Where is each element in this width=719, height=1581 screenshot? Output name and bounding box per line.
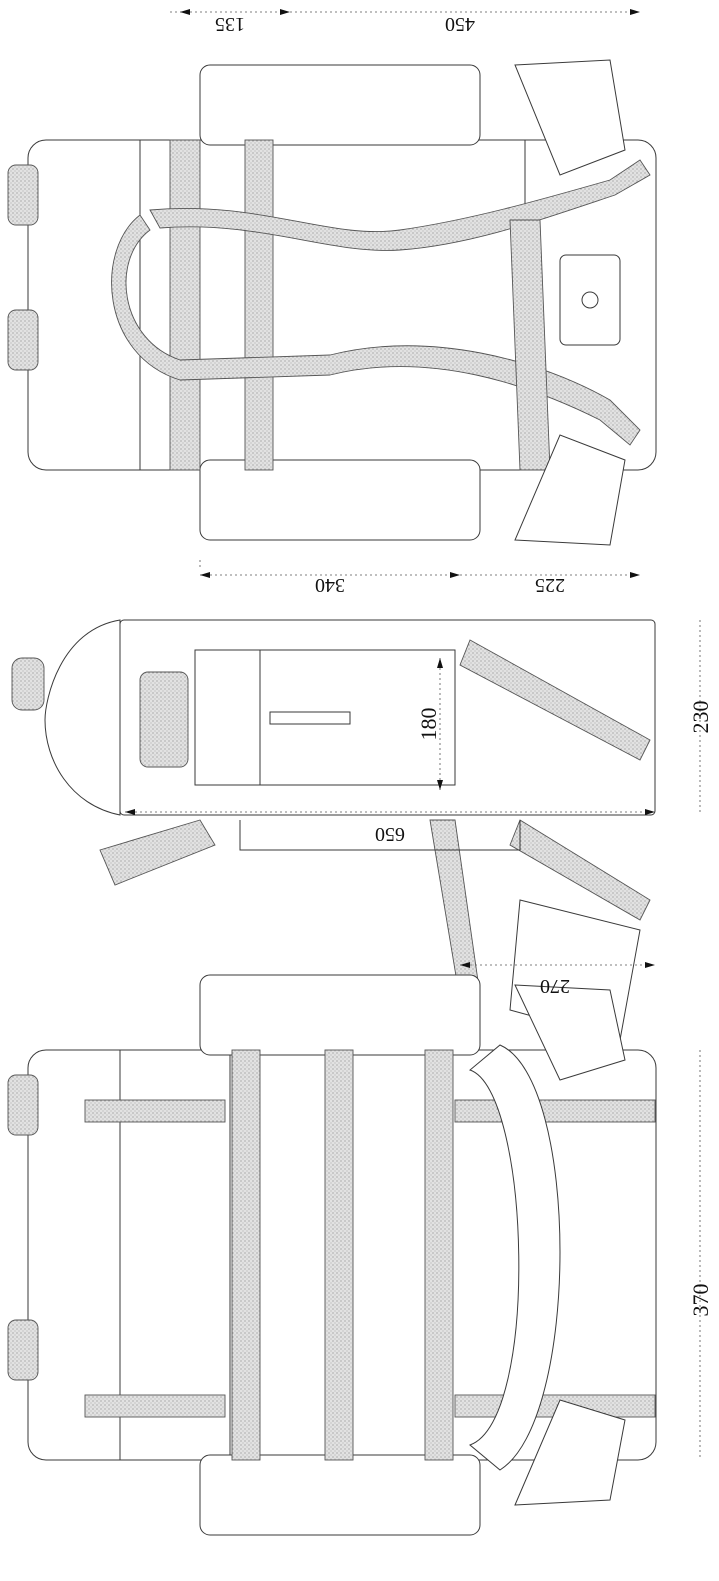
front-band-1 xyxy=(231,1049,261,1461)
rear-handle-1 xyxy=(7,164,39,226)
front-band-3 xyxy=(424,1049,454,1461)
front-handle-2 xyxy=(7,1319,39,1381)
dim-rear-top-pocket: 135 xyxy=(215,13,245,35)
side-shoulder-strap xyxy=(429,819,481,1001)
front-side-pocket-bottom xyxy=(199,1454,481,1536)
side-lid-handle xyxy=(11,657,45,711)
rear-shoulder-strap-right xyxy=(149,159,651,251)
side-view: 180 230 xyxy=(11,619,713,1041)
dim-rear-lower: 225 xyxy=(535,574,565,596)
dim-rear-upper: 340 xyxy=(315,574,345,596)
front-side-pocket-top xyxy=(199,974,481,1056)
side-top-strap xyxy=(99,819,216,886)
front-hip-belt xyxy=(468,1044,561,1471)
side-hip-strap xyxy=(509,819,651,921)
dim-front-total: 650 xyxy=(375,823,405,845)
side-lid xyxy=(44,619,121,816)
front-handle-1 xyxy=(7,1074,39,1136)
side-compression-pad xyxy=(139,671,189,768)
rear-side-pocket-bottom xyxy=(199,459,481,541)
side-pocket-buckle xyxy=(269,711,351,725)
front-bottom-strap-1 xyxy=(454,1099,656,1123)
front-hip-wing-bottom xyxy=(514,1399,626,1506)
front-view: 650 270 370 xyxy=(7,809,713,1536)
dim-side-depth: 230 xyxy=(688,701,713,734)
rear-shoulder-strap-left xyxy=(111,214,641,446)
rear-band-1 xyxy=(169,139,201,471)
dim-side-pocket-width: 180 xyxy=(416,708,441,741)
dim-rear-total: 450 xyxy=(445,13,475,35)
rear-view: 340 225 135 450 xyxy=(7,9,657,596)
dim-front-side-pocket: 270 xyxy=(540,975,570,997)
rear-hip-wing-bottom xyxy=(514,434,626,546)
rear-side-pocket-top xyxy=(199,64,481,146)
front-lid-strap-2 xyxy=(84,1394,226,1418)
side-diagonal-strap xyxy=(459,639,651,761)
front-hip-wing-top xyxy=(514,984,626,1081)
rear-band-2 xyxy=(244,139,274,471)
rear-hip-wing-top xyxy=(514,59,626,176)
rear-buckle xyxy=(559,254,621,346)
front-band-2 xyxy=(324,1049,354,1461)
dim-front-width: 370 xyxy=(688,1284,713,1317)
rear-handle-2 xyxy=(7,309,39,371)
front-lid-strap-1 xyxy=(84,1099,226,1123)
